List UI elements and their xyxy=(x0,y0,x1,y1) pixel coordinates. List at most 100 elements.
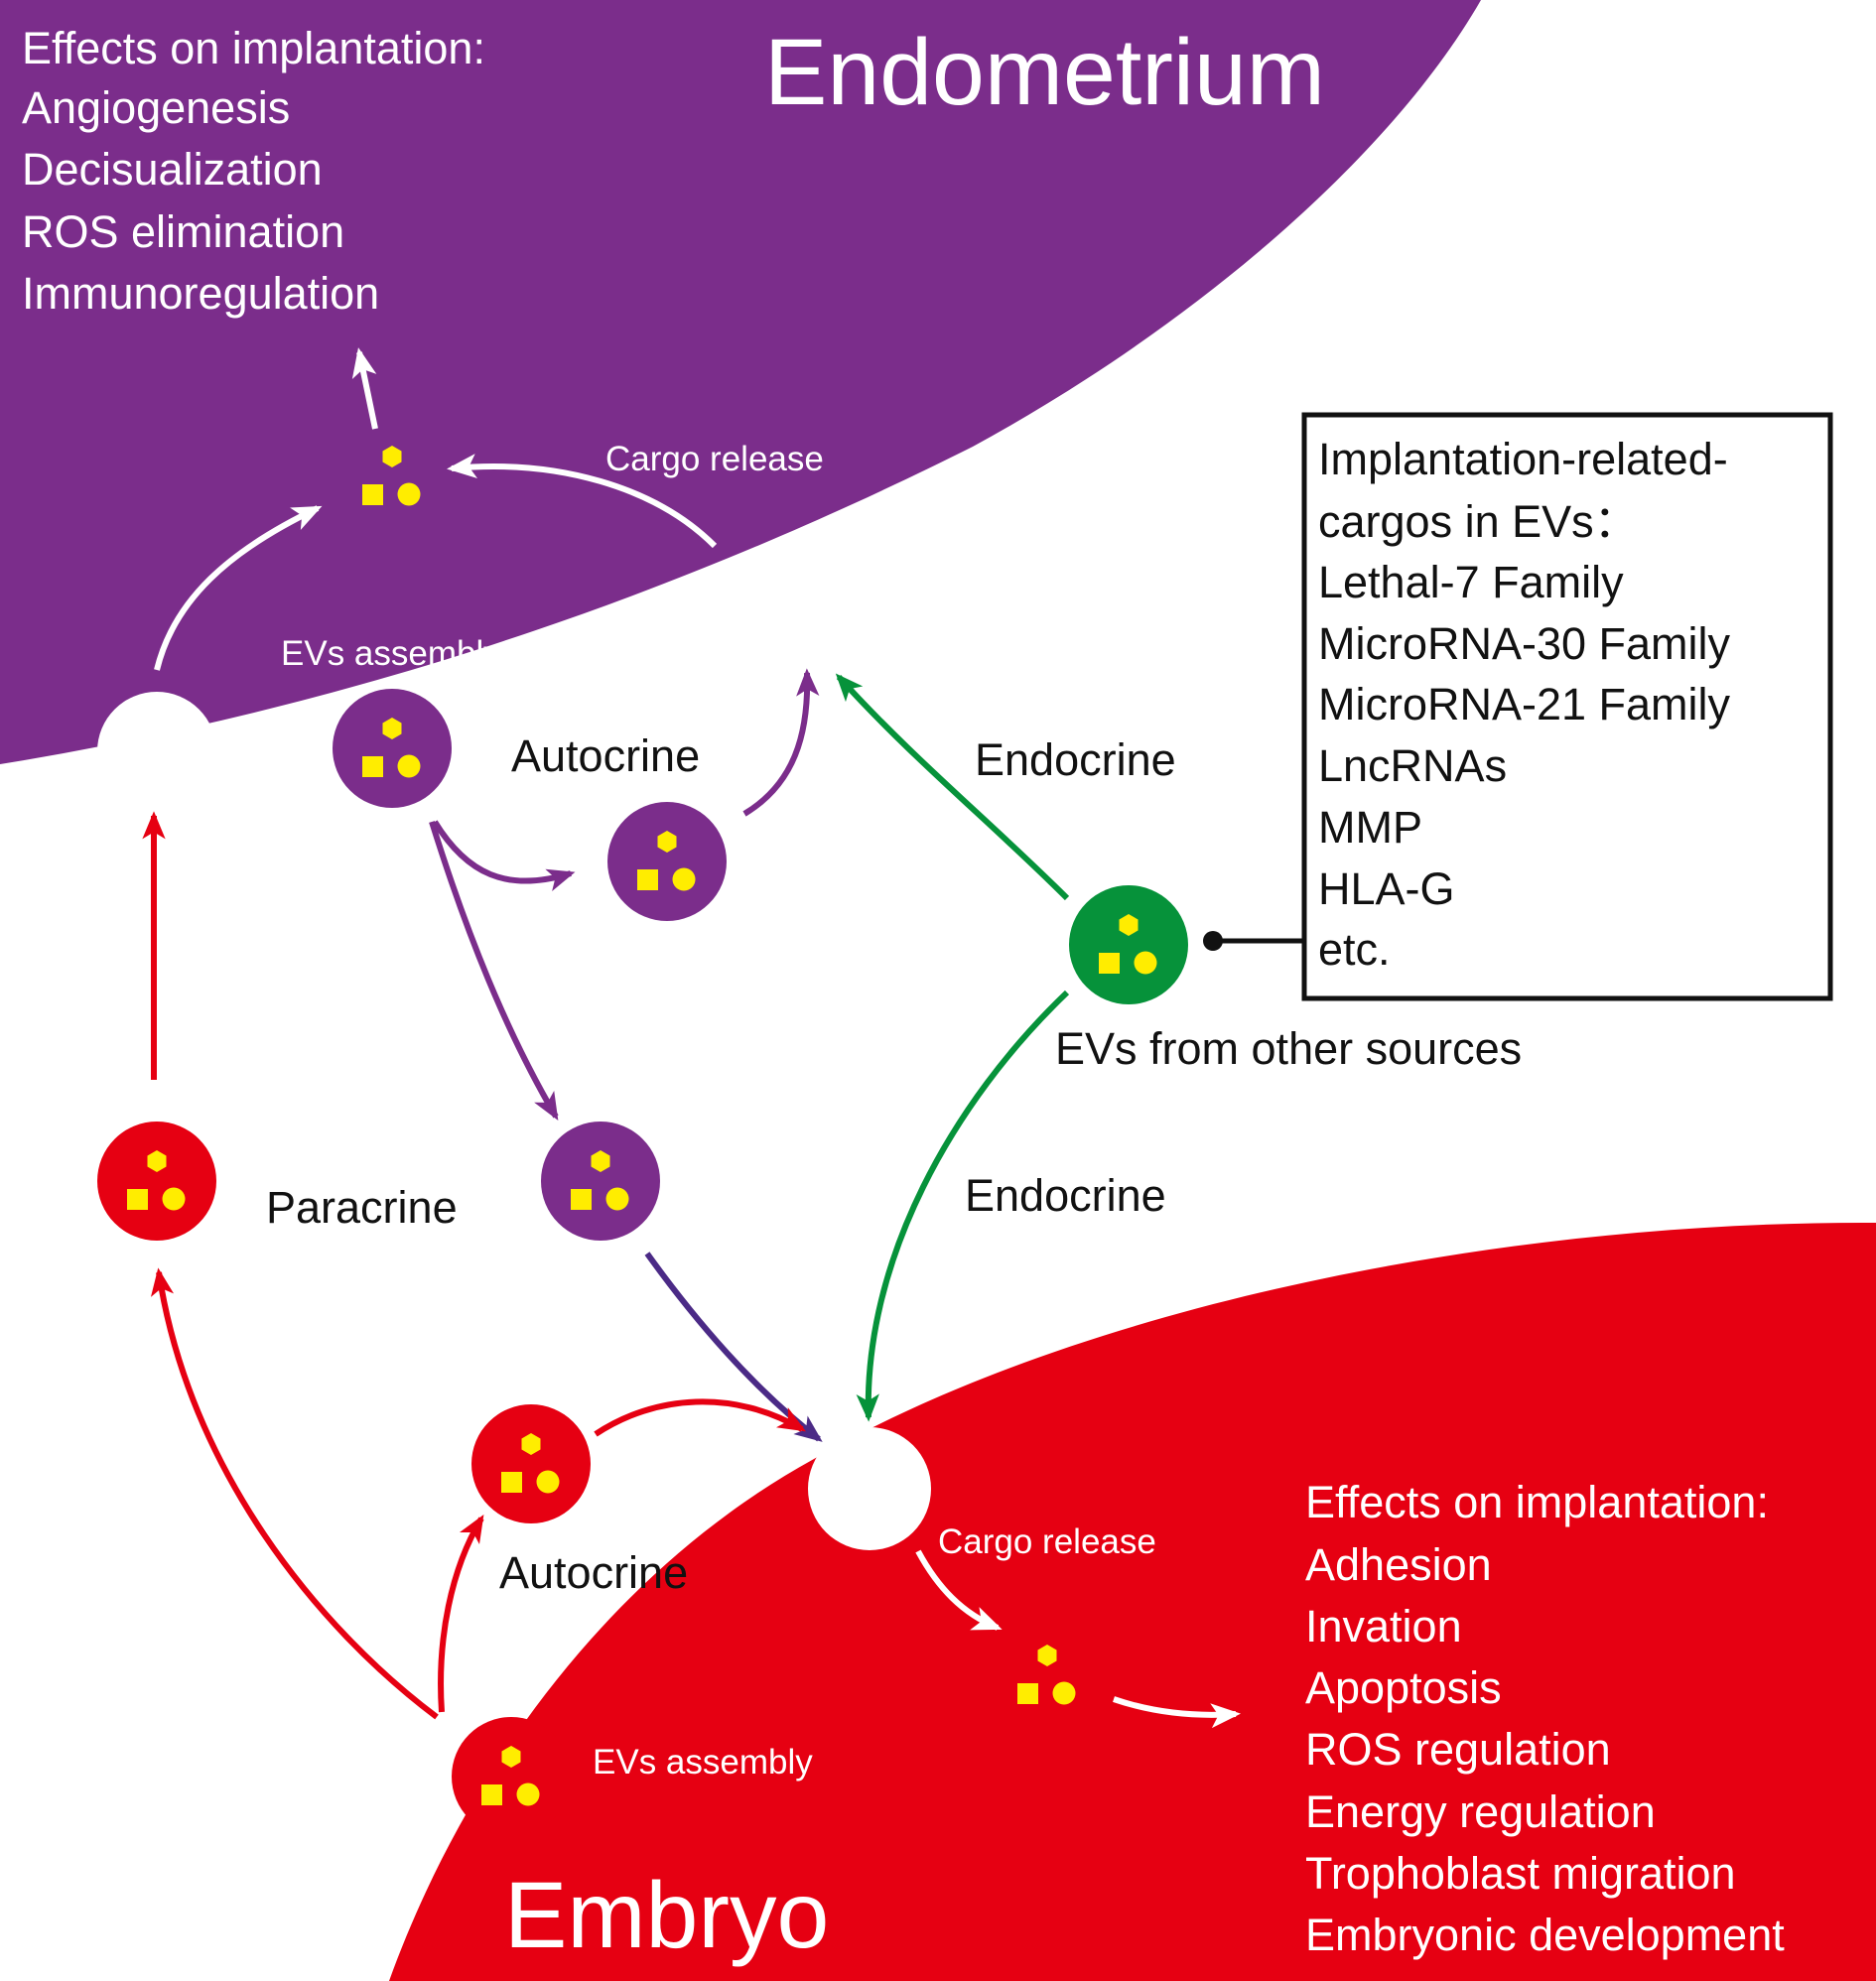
endocrine-upper-label: Endocrine xyxy=(975,734,1176,785)
endometrium-assembled-ev xyxy=(333,689,452,808)
embryo-released-cargo xyxy=(1017,1645,1076,1705)
embryo-autocrine-ev xyxy=(471,1404,591,1523)
endometrium-autocrine-ev-cargo xyxy=(637,831,696,891)
box-connector-dot xyxy=(1203,931,1223,951)
endometrium-paracrine-ev xyxy=(541,1122,660,1241)
other-source-ev-cargo xyxy=(1099,914,1157,975)
cargo-box-line-3: Lethal-7 Family xyxy=(1318,557,1624,607)
cargo-square-icon xyxy=(362,756,383,777)
cargo-hexagon-icon xyxy=(382,446,402,467)
free-cargos xyxy=(362,446,1076,1705)
cargo-square-icon xyxy=(571,1189,592,1210)
endometrium-cargo-release-arrow xyxy=(447,454,718,549)
cargo-circle-icon xyxy=(516,1783,540,1806)
cargo-circle-icon xyxy=(1134,951,1157,975)
cargo-hexagon-icon xyxy=(501,1746,521,1768)
cargo-box-line-2: cargos in EVs： xyxy=(1318,496,1639,547)
cargo-hexagon-icon xyxy=(591,1150,610,1172)
embryo-assembled-ev xyxy=(452,1717,571,1836)
cargo-hexagon-icon xyxy=(1037,1645,1057,1666)
endometrium-title: Endometrium xyxy=(764,20,1325,125)
red-autocrine-to-uptake-arrow xyxy=(594,1398,807,1437)
red-paracrine-lower-arrow xyxy=(150,1267,439,1720)
purple-to-embryo-arrow xyxy=(644,1252,823,1442)
green-endocrine-down-arrow xyxy=(856,990,1070,1422)
endometrium-left-site xyxy=(97,692,216,811)
endometrium-uptake-site xyxy=(715,554,834,673)
cargo-box-line-5: MicroRNA-21 Family xyxy=(1318,679,1731,729)
embryo-effect-6: Trophoblast migration xyxy=(1305,1848,1736,1899)
embryo-effects-arrow xyxy=(1113,1696,1241,1729)
cargo-square-icon xyxy=(1017,1683,1038,1704)
cargo-square-icon xyxy=(637,869,658,890)
embryo-effect-4: ROS regulation xyxy=(1305,1724,1611,1775)
cargo-hexagon-icon xyxy=(657,831,677,853)
embryo-evs-assembly-label: EVs assembly xyxy=(593,1743,813,1782)
endometrium-cargo-release-label: Cargo release xyxy=(605,440,824,478)
embryo-uptake-site xyxy=(808,1427,931,1550)
endometrium-released-cargo xyxy=(362,446,421,506)
embryo-effect-5: Energy regulation xyxy=(1305,1786,1656,1837)
cargo-circle-icon xyxy=(536,1470,560,1494)
cargo-circle-icon xyxy=(672,867,696,891)
endocrine-lower-label: Endocrine xyxy=(965,1170,1166,1221)
endometrium-effect-1: Angiogenesis xyxy=(22,82,290,133)
cargo-circle-icon xyxy=(1052,1681,1076,1705)
purple-paracrine-arrow xyxy=(429,821,559,1122)
embryo-region xyxy=(389,1222,1876,1981)
cargo-square-icon xyxy=(501,1472,522,1493)
embryo-title: Embryo xyxy=(504,1863,829,1968)
cargo-box-line-7: MMP xyxy=(1318,802,1422,853)
purple-autocrine-arrow-1 xyxy=(432,820,576,892)
endometrium-effects-arrow xyxy=(351,347,378,430)
endometrium-effect-3: ROS elimination xyxy=(22,206,344,257)
cargo-box xyxy=(1301,412,1833,1001)
cargo-box-line-6: LncRNAs xyxy=(1318,740,1507,791)
other-sources-label: EVs from other sources xyxy=(1055,1023,1522,1074)
cargo-square-icon xyxy=(127,1189,148,1210)
cargo-box-line-8: HLA-G xyxy=(1318,863,1455,914)
embryo-cargo-release-label: Cargo release xyxy=(938,1522,1156,1561)
cargo-square-icon xyxy=(362,484,383,505)
endometrium-effect-2: Decisualization xyxy=(22,144,323,195)
cargo-circle-icon xyxy=(605,1187,629,1211)
embryo-effect-1: Adhesion xyxy=(1305,1539,1492,1590)
embryo-cargo-release-arrow xyxy=(915,1549,1003,1631)
cargo-hexagon-icon xyxy=(1119,914,1139,936)
endometrium-assembly-arrow xyxy=(154,505,323,671)
cargo-box-line-9: etc. xyxy=(1318,924,1391,975)
embryo-assembled-ev-cargo xyxy=(481,1746,540,1806)
endometrium-effects-heading: Effects on implantation: xyxy=(22,23,485,73)
endometrium-effect-4: Immunoregulation xyxy=(22,268,379,319)
cargo-box-line-1: Implantation-related- xyxy=(1318,434,1728,484)
cargo-circle-icon xyxy=(397,754,421,778)
embryo-paracrine-ev-cargo xyxy=(127,1150,186,1211)
embryo-autocrine-ev-cargo xyxy=(501,1433,560,1494)
other-source-ev xyxy=(1069,885,1188,1004)
embryo-effect-3: Apoptosis xyxy=(1305,1662,1502,1713)
cargo-box-line-4: MicroRNA-30 Family xyxy=(1318,618,1731,669)
embryo-effect-7: Embryonic development xyxy=(1305,1910,1785,1960)
embryo-effect-2: Invation xyxy=(1305,1601,1462,1651)
endometrium-paracrine-ev-cargo xyxy=(571,1150,629,1211)
endometrium-assembled-ev-cargo xyxy=(362,718,421,778)
vesicles xyxy=(97,689,1188,1836)
red-autocrine-up-arrow xyxy=(438,1514,484,1713)
cargo-square-icon xyxy=(481,1784,502,1805)
embryo-effects-heading: Effects on implantation: xyxy=(1305,1477,1769,1527)
endometrium-autocrine-label: Autocrine xyxy=(511,730,700,781)
embryo-paracrine-ev xyxy=(97,1122,216,1241)
paracrine-label: Paracrine xyxy=(266,1182,458,1233)
green-endocrine-up-arrow xyxy=(835,673,1070,901)
embryo-autocrine-label: Autocrine xyxy=(499,1547,688,1598)
endometrium-region xyxy=(0,0,1481,764)
cargo-hexagon-icon xyxy=(382,718,402,739)
cargo-hexagon-icon xyxy=(147,1150,167,1172)
endometrium-evs-assembly-label: EVs assembly xyxy=(281,634,501,673)
cargo-hexagon-icon xyxy=(521,1433,541,1455)
cargo-circle-icon xyxy=(397,482,421,506)
endometrium-autocrine-ev xyxy=(607,802,727,921)
cargo-circle-icon xyxy=(162,1187,186,1211)
purple-autocrine-arrow-2 xyxy=(742,668,820,817)
